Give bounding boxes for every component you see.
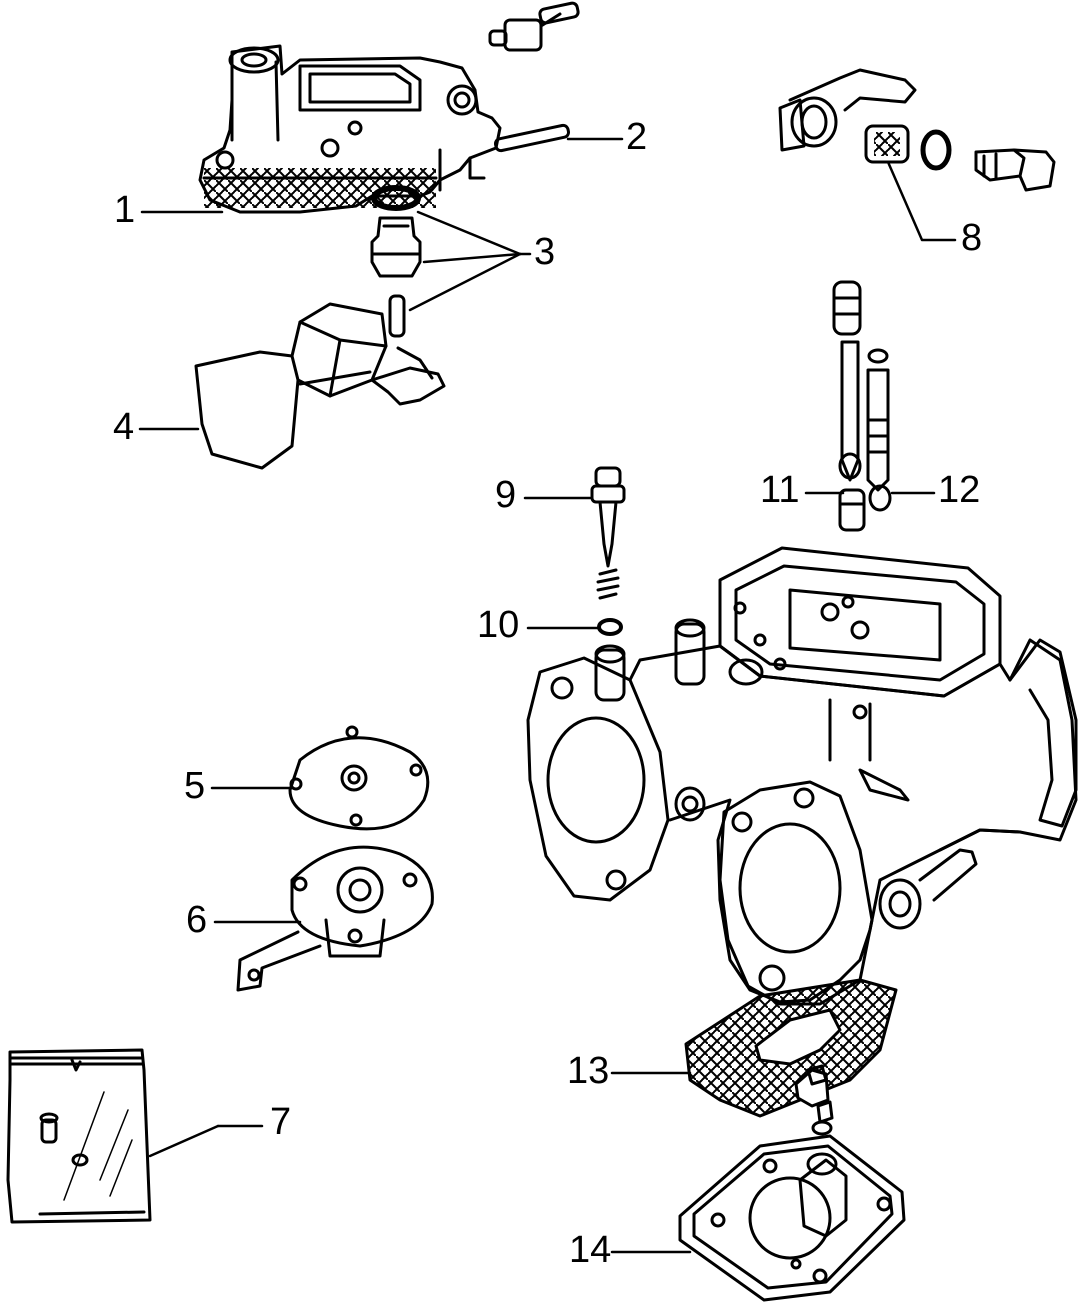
- leader-line-3c: [408, 252, 522, 312]
- callout-9: 9: [495, 474, 517, 516]
- callout-2: 2: [626, 116, 648, 158]
- part-1-carburettor-cover: [198, 44, 502, 214]
- part-9-idle-jet: [590, 466, 626, 600]
- fuel-filter-top: [488, 1, 580, 52]
- leader-lines: [138, 137, 957, 1254]
- part-5-diaphragm: [288, 725, 430, 831]
- part-7-repair-kit-bag: [6, 1048, 152, 1224]
- part-14-base-plate: [678, 1100, 906, 1302]
- callout-13: 13: [567, 1050, 610, 1092]
- callout-1: 1: [114, 189, 136, 231]
- leader-line-8: [886, 160, 957, 242]
- part-13-gasket: [684, 978, 898, 1118]
- callout-4: 4: [113, 406, 135, 448]
- callout-14: 14: [569, 1229, 612, 1271]
- callout-7: 7: [270, 1101, 292, 1143]
- leader-line-3b: [422, 252, 522, 264]
- part-4-float: [194, 302, 446, 470]
- callout-3: 3: [534, 231, 556, 273]
- part-6-pump-cover: [236, 845, 434, 992]
- callout-12: 12: [938, 469, 981, 511]
- callout-6: 6: [186, 899, 208, 941]
- callout-10: 10: [477, 604, 520, 646]
- leader-line-7: [148, 1124, 220, 1158]
- callout-11: 11: [760, 469, 800, 511]
- part-11-emulsion-tube: [832, 280, 866, 532]
- leader-line-3a: [416, 210, 522, 256]
- part-8-filter-fitting: [778, 68, 1056, 192]
- part-3-needle-valve-set: [370, 185, 422, 338]
- callout-8: 8: [961, 217, 983, 259]
- part-2-pin: [493, 123, 571, 153]
- part-12-emulsion-tube: [866, 348, 892, 512]
- part-10-ring: [597, 618, 623, 636]
- carburettor-body: [526, 546, 1078, 1006]
- callout-5: 5: [184, 765, 206, 807]
